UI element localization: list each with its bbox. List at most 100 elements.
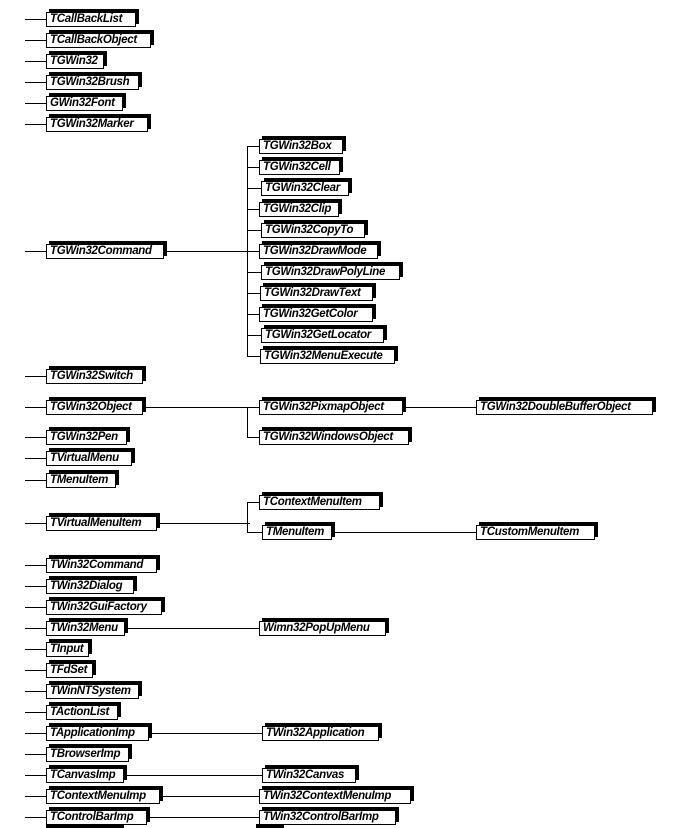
class-box-TVirtualMenuItem[interactable]: TVirtualMenuItem bbox=[46, 516, 157, 531]
class-box-TControlBarImp[interactable]: TControlBarImp bbox=[46, 810, 147, 825]
connector-line bbox=[25, 523, 48, 524]
connector-line bbox=[25, 407, 48, 408]
class-box-TGWin32GetColor[interactable]: TGWin32GetColor bbox=[259, 307, 373, 322]
connector-line bbox=[25, 628, 48, 629]
connector-line bbox=[119, 775, 265, 776]
connector-line bbox=[247, 502, 262, 503]
connector-line bbox=[25, 458, 48, 459]
connector-line bbox=[25, 775, 48, 776]
class-box-TWin32Application[interactable]: TWin32Application bbox=[262, 726, 379, 741]
connector-line bbox=[25, 82, 48, 83]
connector-line bbox=[247, 356, 262, 357]
connector-line bbox=[142, 817, 262, 818]
connector-line bbox=[25, 817, 48, 818]
connector-line bbox=[25, 437, 48, 438]
connector-line bbox=[25, 376, 48, 377]
class-box-TGWin32[interactable]: TGWin32 bbox=[46, 54, 104, 69]
class-box-TCustomMenuItem[interactable]: TCustomMenuItem bbox=[476, 525, 595, 540]
class-box-TBrowserImp[interactable]: TBrowserImp bbox=[46, 747, 129, 762]
connector-line bbox=[25, 565, 48, 566]
connector-line bbox=[247, 251, 262, 252]
class-box-TWin32Command[interactable]: TWin32Command bbox=[46, 558, 157, 573]
class-box-TActionList[interactable]: TActionList bbox=[46, 705, 118, 720]
connector-line bbox=[25, 796, 48, 797]
class-box-TMenuItem-child[interactable]: TMenuItem bbox=[262, 525, 332, 540]
class-box-GWin32Font[interactable]: GWin32Font bbox=[46, 96, 123, 111]
connector-line bbox=[25, 586, 48, 587]
connector-line bbox=[247, 230, 263, 231]
clipped-class-box-top bbox=[46, 824, 124, 828]
connector-line bbox=[25, 103, 48, 104]
class-box-TContextMenuImp[interactable]: TContextMenuImp bbox=[46, 789, 160, 804]
class-box-TVirtualMenu[interactable]: TVirtualMenu bbox=[46, 451, 132, 466]
class-box-TFdSet[interactable]: TFdSet bbox=[46, 663, 93, 678]
class-box-TGWin32DoubleBufferObject[interactable]: TGWin32DoubleBufferObject bbox=[476, 400, 653, 415]
connector-line bbox=[25, 649, 48, 650]
connector-line bbox=[25, 40, 48, 41]
class-box-TCanvasImp[interactable]: TCanvasImp bbox=[46, 768, 124, 783]
class-box-TGWin32Command[interactable]: TGWin32Command bbox=[46, 244, 164, 259]
class-box-TGWin32DrawPolyLine[interactable]: TGWin32DrawPolyLine bbox=[261, 265, 400, 280]
connector-line bbox=[25, 251, 48, 252]
connector-line bbox=[25, 480, 48, 481]
class-box-TWin32Canvas[interactable]: TWin32Canvas bbox=[262, 768, 356, 783]
connector-line bbox=[135, 407, 264, 408]
class-box-TGWin32DrawMode[interactable]: TGWin32DrawMode bbox=[259, 244, 378, 259]
connector-line bbox=[25, 733, 48, 734]
class-box-TGWin32PixmapObject[interactable]: TGWin32PixmapObject bbox=[259, 400, 403, 415]
connector-line bbox=[158, 251, 252, 252]
connector-line bbox=[25, 607, 48, 608]
connector-line bbox=[25, 61, 48, 62]
connector-line bbox=[247, 188, 263, 189]
connector-line bbox=[144, 733, 265, 734]
connector-line bbox=[25, 712, 48, 713]
class-box-TGWin32Object[interactable]: TGWin32Object bbox=[46, 400, 143, 415]
clipped-class-box-top bbox=[256, 824, 284, 828]
class-box-TGWin32WindowsObject[interactable]: TGWin32WindowsObject bbox=[259, 430, 409, 445]
connector-line bbox=[25, 670, 48, 671]
class-box-TGWin32MenuExecute[interactable]: TGWin32MenuExecute bbox=[260, 349, 395, 364]
class-box-TGWin32Clear[interactable]: TGWin32Clear bbox=[261, 181, 349, 196]
connector-line bbox=[247, 146, 262, 147]
connector-line bbox=[247, 437, 262, 438]
connector-line bbox=[396, 407, 480, 408]
class-box-TGWin32Pen[interactable]: TGWin32Pen bbox=[46, 430, 127, 445]
class-box-TCallBackList[interactable]: TCallBackList bbox=[46, 12, 136, 27]
connector-line bbox=[25, 691, 48, 692]
class-box-Wimn32PopUpMenu[interactable]: Wimn32PopUpMenu bbox=[259, 621, 386, 636]
class-box-TWin32GuiFactory[interactable]: TWin32GuiFactory bbox=[46, 600, 162, 615]
connector-line bbox=[150, 523, 250, 524]
connector-line bbox=[247, 209, 262, 210]
connector-line bbox=[25, 754, 48, 755]
class-box-TGWin32Box[interactable]: TGWin32Box bbox=[259, 139, 343, 154]
class-box-TWinNTSystem[interactable]: TWinNTSystem bbox=[46, 684, 139, 699]
class-box-TContextMenuItem[interactable]: TContextMenuItem bbox=[259, 495, 380, 510]
connector-line bbox=[247, 314, 262, 315]
class-box-TInput[interactable]: TInput bbox=[46, 642, 89, 657]
connector-line bbox=[247, 293, 262, 294]
connector-line bbox=[120, 628, 262, 629]
connector-line bbox=[25, 19, 48, 20]
connector-line bbox=[247, 167, 262, 168]
class-box-TWin32Dialog[interactable]: TWin32Dialog bbox=[46, 579, 134, 594]
class-box-TGWin32CopyTo[interactable]: TGWin32CopyTo bbox=[261, 223, 365, 238]
class-box-TGWin32Clip[interactable]: TGWin32Clip bbox=[259, 202, 339, 217]
connector-line bbox=[326, 532, 480, 533]
connector-line bbox=[155, 796, 262, 797]
class-box-TGWin32Marker[interactable]: TGWin32Marker bbox=[46, 117, 148, 132]
class-box-TCallBackObject[interactable]: TCallBackObject bbox=[46, 33, 151, 48]
connector-line bbox=[247, 532, 265, 533]
class-box-TGWin32Cell[interactable]: TGWin32Cell bbox=[259, 160, 340, 175]
connector-line bbox=[247, 407, 248, 438]
class-box-TGWin32Brush[interactable]: TGWin32Brush bbox=[46, 75, 139, 90]
class-box-TApplicationImp[interactable]: TApplicationImp bbox=[46, 726, 149, 741]
class-box-TGWin32DrawText[interactable]: TGWin32DrawText bbox=[260, 286, 373, 301]
class-box-TWin32ContextMenuImp[interactable]: TWin32ContextMenuImp bbox=[259, 789, 411, 804]
class-box-TWin32ControlBarImp[interactable]: TWin32ControlBarImp bbox=[259, 810, 396, 825]
class-box-TWin32Menu[interactable]: TWin32Menu bbox=[46, 621, 125, 636]
class-box-TMenuItem-root[interactable]: TMenuItem bbox=[46, 473, 116, 488]
class-box-TGWin32Switch[interactable]: TGWin32Switch bbox=[46, 369, 143, 384]
class-box-TGWin32GetLocator[interactable]: TGWin32GetLocator bbox=[261, 328, 384, 343]
connector-line bbox=[25, 124, 48, 125]
